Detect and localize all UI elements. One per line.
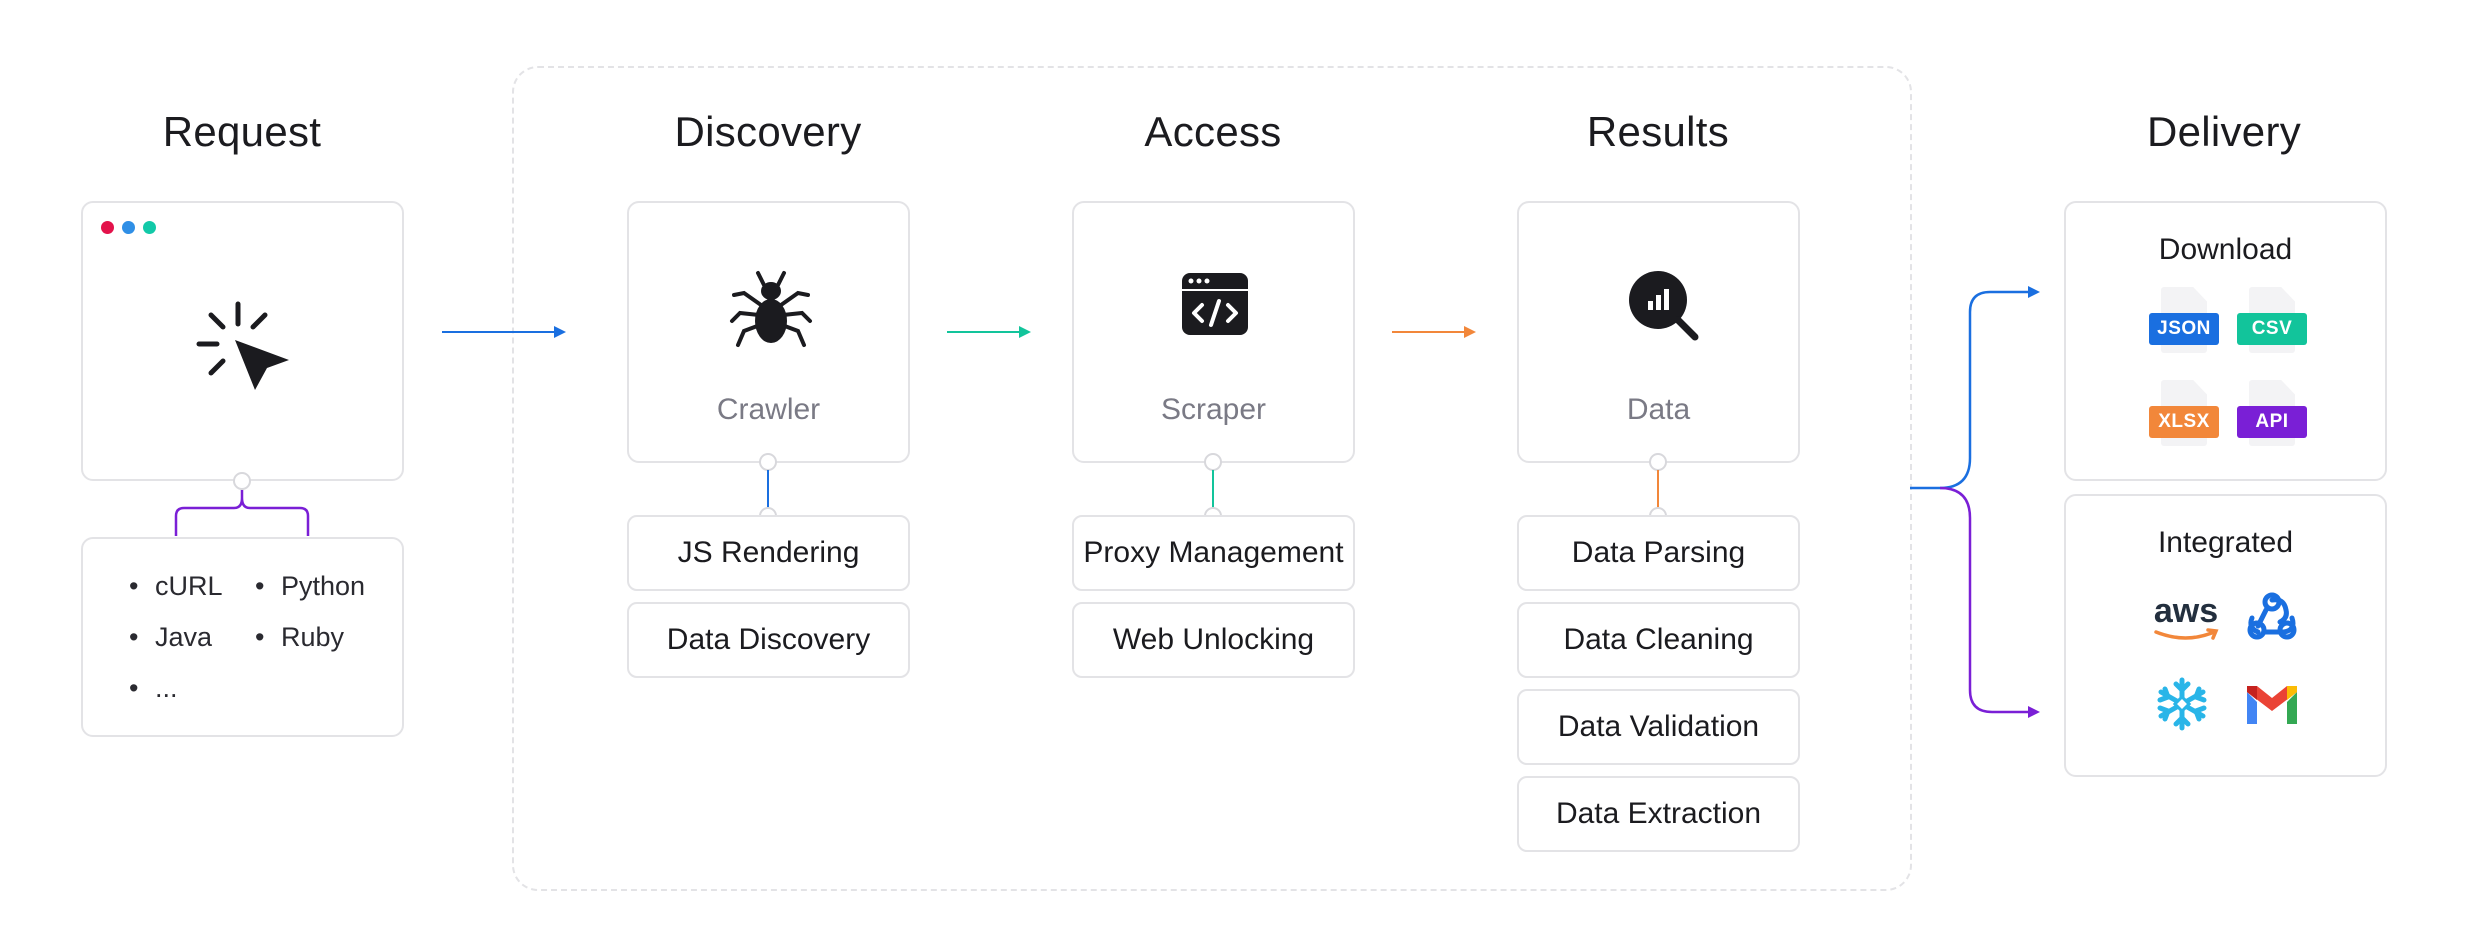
click-cursor-icon [196, 301, 289, 390]
arrow-discovery-to-access [947, 326, 1031, 338]
language-item: Ruby [255, 622, 344, 653]
delivery-branch-arrows [1910, 286, 2040, 718]
crawler-connector-top [759, 453, 777, 471]
data-extraction-item: Data Extraction [1517, 776, 1800, 852]
data-validation-item: Data Validation [1517, 689, 1800, 765]
data-connector-line [1657, 470, 1659, 513]
proxy-management-item: Proxy Management [1072, 515, 1355, 591]
scraper-card: Scraper [1072, 201, 1355, 463]
crawler-label: Crawler [716, 393, 821, 426]
access-title: Access [1144, 108, 1282, 155]
data-discovery-item: Data Discovery [627, 602, 910, 678]
results-title: Results [1586, 108, 1730, 155]
xlsx-file-icon: XLSX [2149, 380, 2219, 450]
csv-file-icon: CSV [2237, 287, 2307, 357]
download-card: Download JSON CSV XLSX API [2064, 201, 2387, 481]
aws-logo: aws [2150, 594, 2222, 644]
data-cleaning-item: Data Cleaning [1517, 602, 1800, 678]
json-file-icon: JSON [2149, 287, 2219, 357]
language-item: ... [130, 673, 178, 704]
js-rendering-item: JS Rendering [627, 515, 910, 591]
api-file-icon: API [2237, 380, 2307, 450]
window-dot-blue [122, 221, 135, 234]
webhook-icon [2247, 592, 2297, 640]
aws-wordmark: aws [2153, 592, 2219, 630]
data-label: Data [1626, 393, 1691, 426]
web-unlocking-item: Web Unlocking [1072, 602, 1355, 678]
window-dot-red [101, 221, 114, 234]
arrow-access-to-results [1392, 326, 1476, 338]
crawler-connector-line [767, 470, 769, 513]
request-languages-card: cURL Python Java Ruby ... [81, 537, 404, 737]
language-item: cURL [129, 571, 222, 602]
scraper-label: Scraper [1160, 393, 1267, 426]
integrated-title: Integrated [2157, 526, 2294, 559]
code-window-icon [1182, 273, 1248, 335]
magnifier-chart-icon [1629, 271, 1699, 341]
language-item: Java [129, 622, 212, 653]
snowflake-icon [2157, 677, 2207, 731]
data-card: Data [1517, 201, 1800, 463]
scraper-connector-line [1212, 470, 1214, 513]
language-item: Python [255, 571, 365, 602]
request-brace [174, 490, 310, 536]
window-dot-teal [143, 221, 156, 234]
request-title: Request [162, 108, 322, 155]
request-connector-dot [233, 472, 251, 490]
json-tag: JSON [2149, 313, 2219, 345]
spider-icon [730, 271, 812, 347]
delivery-title: Delivery [2146, 108, 2302, 155]
gmail-icon [2247, 686, 2297, 724]
data-connector-top [1649, 453, 1667, 471]
request-browser-card [81, 201, 404, 481]
discovery-title: Discovery [674, 108, 862, 155]
xlsx-tag: XLSX [2149, 406, 2219, 438]
scraper-connector-top [1204, 453, 1222, 471]
processing-container [512, 66, 1912, 891]
data-parsing-item: Data Parsing [1517, 515, 1800, 591]
csv-tag: CSV [2237, 313, 2307, 345]
arrow-request-to-discovery [442, 326, 566, 338]
aws-smile-icon [2154, 628, 2219, 640]
api-tag: API [2237, 406, 2307, 438]
crawler-card: Crawler [627, 201, 910, 463]
download-title: Download [2158, 233, 2293, 266]
integrated-card: Integrated aws [2064, 494, 2387, 777]
